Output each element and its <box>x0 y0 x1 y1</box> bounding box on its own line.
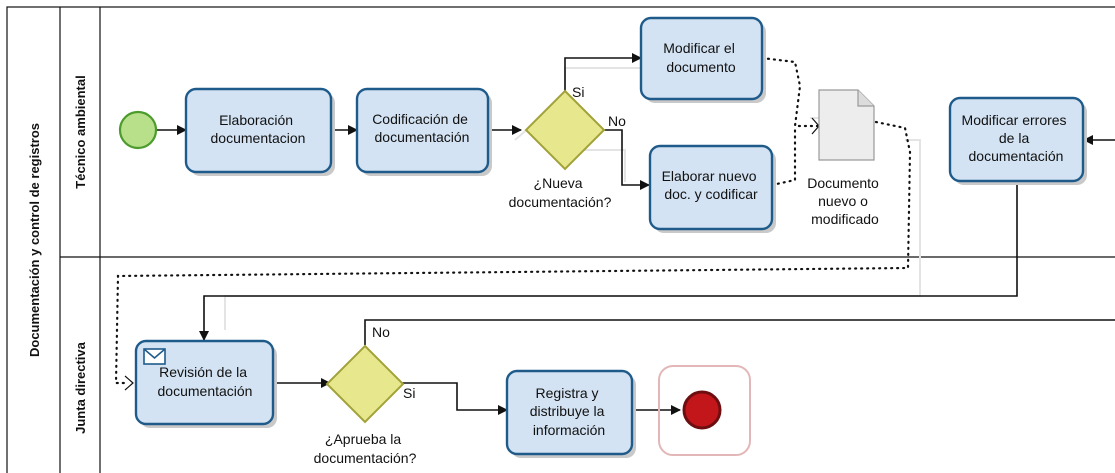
gateway-aprueba-label: ¿Aprueba la documentación? <box>314 431 417 466</box>
end-event[interactable] <box>658 365 751 456</box>
lane-tecnico-ambiental: Técnico ambiental <box>73 75 88 188</box>
flow-label-nueva-no: No <box>608 113 626 129</box>
flow-label-aprueba-si: Si <box>403 385 415 401</box>
task-modificar-documento[interactable]: Modificar el documento <box>639 16 766 103</box>
gateway-nueva-documentacion[interactable] <box>524 89 606 171</box>
pool-label: Documentación y control de registros <box>27 123 42 357</box>
task-registra[interactable]: Registra y distribuye la información <box>505 369 636 458</box>
task-codificacion-label: Codificación de documentación <box>372 111 472 145</box>
associations <box>114 56 912 391</box>
sequence-flows <box>157 53 1115 415</box>
lane-label-junta: Junta directiva <box>73 341 88 434</box>
document-icon[interactable] <box>818 89 875 161</box>
task-codificacion[interactable]: Codificación de documentación <box>355 87 492 176</box>
data-object-label: Documento nuevo o modificado <box>807 175 882 227</box>
flow-label-nueva-si: Si <box>572 84 584 100</box>
envelope-icon <box>143 348 166 365</box>
gateway-nueva-label: ¿Nueva documentación? <box>509 175 612 210</box>
task-modificar-errores[interactable]: Modificar errores de la documentación <box>948 96 1087 185</box>
task-modificar-errores-label: Modificar errores de la documentación <box>962 112 1071 164</box>
task-elaboracion[interactable]: Elaboración documentacion <box>184 87 335 176</box>
lane-junta-directiva: Junta directiva <box>73 341 88 434</box>
task-elaborar-nuevo-label: Elaborar nuevo doc. y codificar <box>662 168 761 202</box>
start-event[interactable] <box>118 110 158 150</box>
task-modificar-label: Modificar el documento <box>663 40 738 75</box>
task-revision[interactable]: Revisión de la documentación <box>134 339 277 428</box>
pool: Documentación y control de registros <box>6 6 1115 473</box>
flow-label-aprueba-no: No <box>372 324 390 340</box>
task-registra-label: Registra y distribuye la información <box>530 385 609 438</box>
task-revision-label: Revisión de la documentación <box>158 364 253 399</box>
task-elaboracion-label: Elaboración documentacion <box>211 112 306 146</box>
lane-label-tecnico: Técnico ambiental <box>73 75 88 188</box>
gateway-aprueba[interactable] <box>325 344 405 424</box>
task-elaborar-nuevo[interactable]: Elaborar nuevo doc. y codificar <box>648 144 776 233</box>
